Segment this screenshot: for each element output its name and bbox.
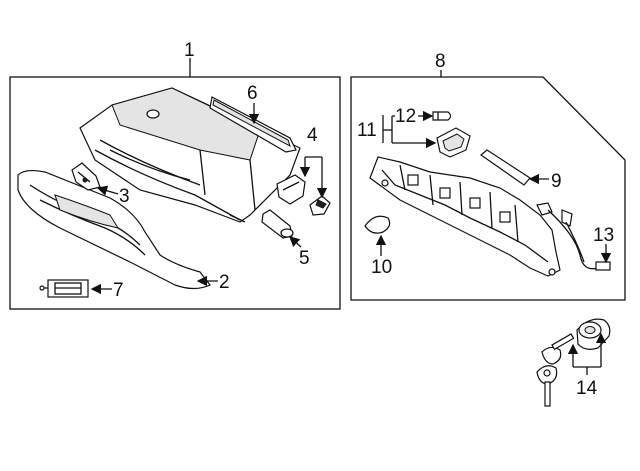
callout-14: 14 [576,378,598,399]
callout-1: 1 [184,40,195,61]
label-bracket [39,279,89,298]
retainer-clip [364,215,391,234]
callout-5: 5 [299,248,310,269]
right-group-frame [350,76,626,301]
callout-12: 12 [395,106,416,127]
dash-frame [369,156,561,277]
lamp-bulb [432,111,452,121]
keys [536,333,575,407]
left-group-frame [9,76,341,310]
callout-13: 13 [593,225,614,246]
support-rod [480,149,531,186]
wiring-harness [536,202,611,271]
callout-4: 4 [307,125,318,146]
callout-6: 6 [247,83,258,104]
glove-box-bin [79,87,301,223]
callout-10: 10 [371,257,392,278]
lamp-housing [436,127,471,158]
lock-cylinder [576,318,611,350]
callout-8: 8 [435,51,446,72]
callout-7: 7 [113,280,124,301]
right-assembly-group: 8 12 11 9 [350,51,626,301]
callout-3: 3 [119,186,130,207]
glove-box-door [17,169,211,290]
callout-11: 11 [357,120,377,141]
left-assembly-group: 1 2 3 [9,40,341,310]
lock-and-keys: 14 [536,318,611,407]
callout-9: 9 [551,171,562,192]
callout-2: 2 [219,272,230,293]
stopper [261,209,294,239]
